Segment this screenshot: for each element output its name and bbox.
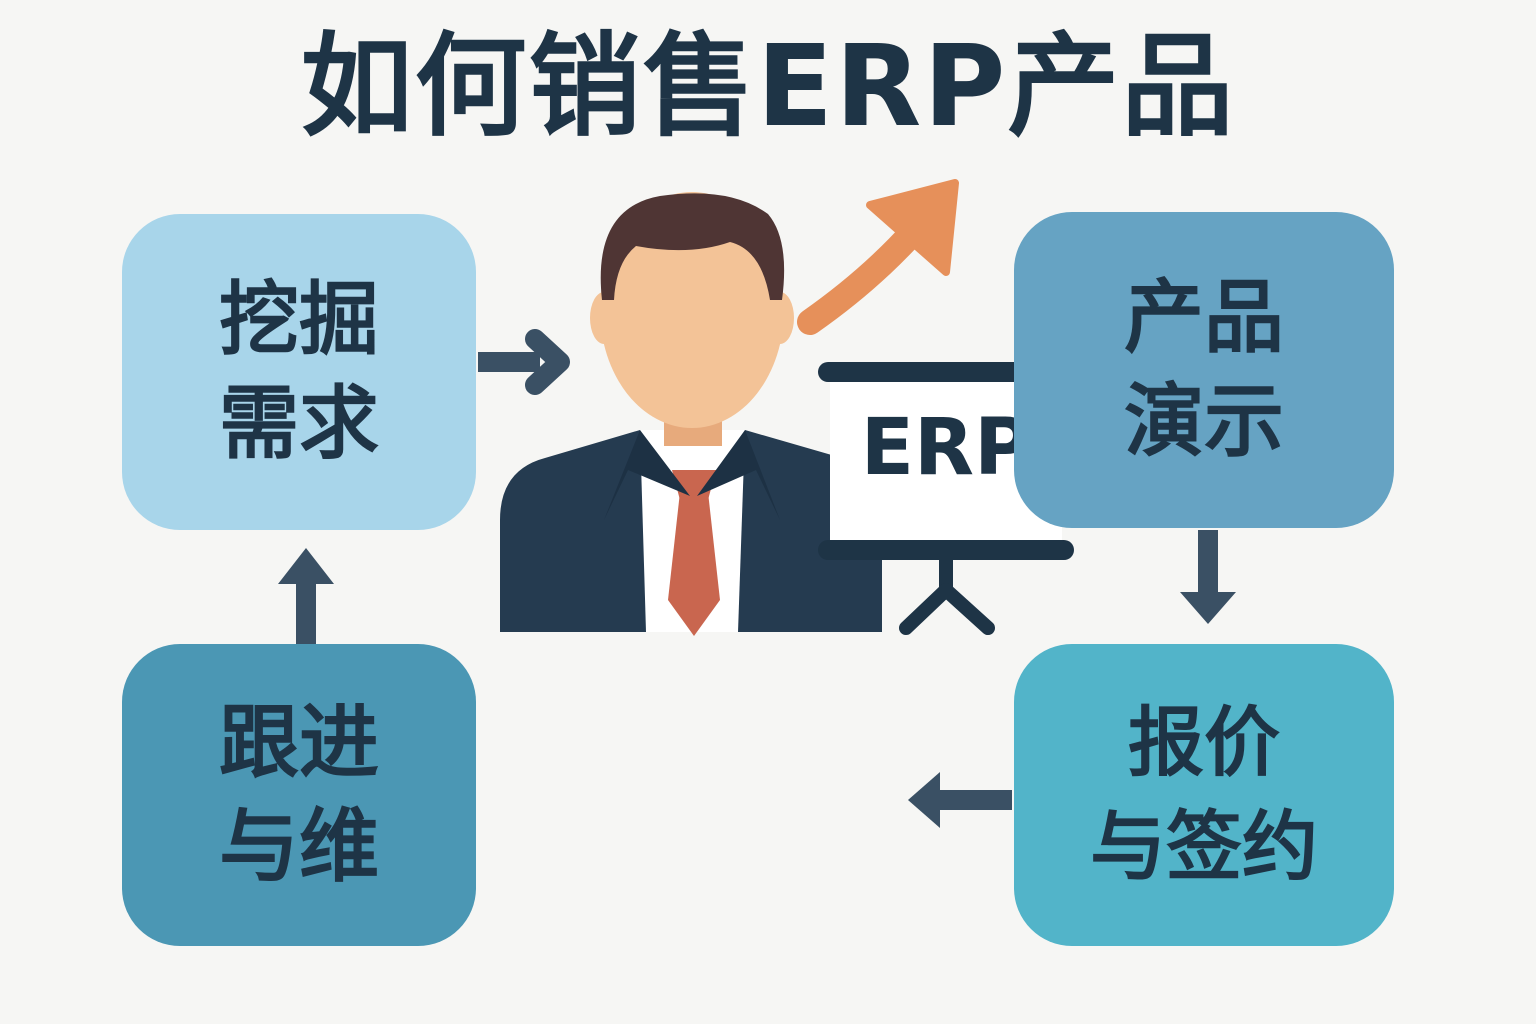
- diagram-title: 如何销售ERP产品: [300, 22, 1236, 152]
- step-label-line1: 产品: [1124, 271, 1284, 364]
- step-label-line1: 挖掘: [219, 273, 379, 366]
- step-label-line1: 跟进: [219, 696, 379, 789]
- step-label-line1: 报价: [1128, 698, 1280, 787]
- step-label-line2: 需求: [219, 377, 379, 470]
- presentation-board-label: ERP: [860, 403, 1032, 493]
- step-box-quote-and-sign: 报价 与签约: [1014, 644, 1394, 946]
- arrow-step3-to-step4: [908, 772, 1012, 828]
- growth-arrow-icon: [797, 179, 959, 335]
- step-box-needs-discovery: 挖掘 需求: [122, 214, 476, 530]
- arrow-step2-to-step3: [1180, 530, 1236, 624]
- businessman-icon: [500, 192, 882, 636]
- step-box-follow-up: 跟进 与维: [122, 644, 476, 946]
- step-label-line2: 演示: [1124, 375, 1284, 468]
- step-box-product-demo: 产品 演示: [1014, 212, 1394, 528]
- step-label-line2: 与维: [219, 800, 379, 893]
- arrow-step1-to-presenter: [478, 329, 570, 395]
- step-label-line2: 与签约: [1090, 802, 1318, 891]
- arrow-step4-to-step1: [278, 548, 334, 644]
